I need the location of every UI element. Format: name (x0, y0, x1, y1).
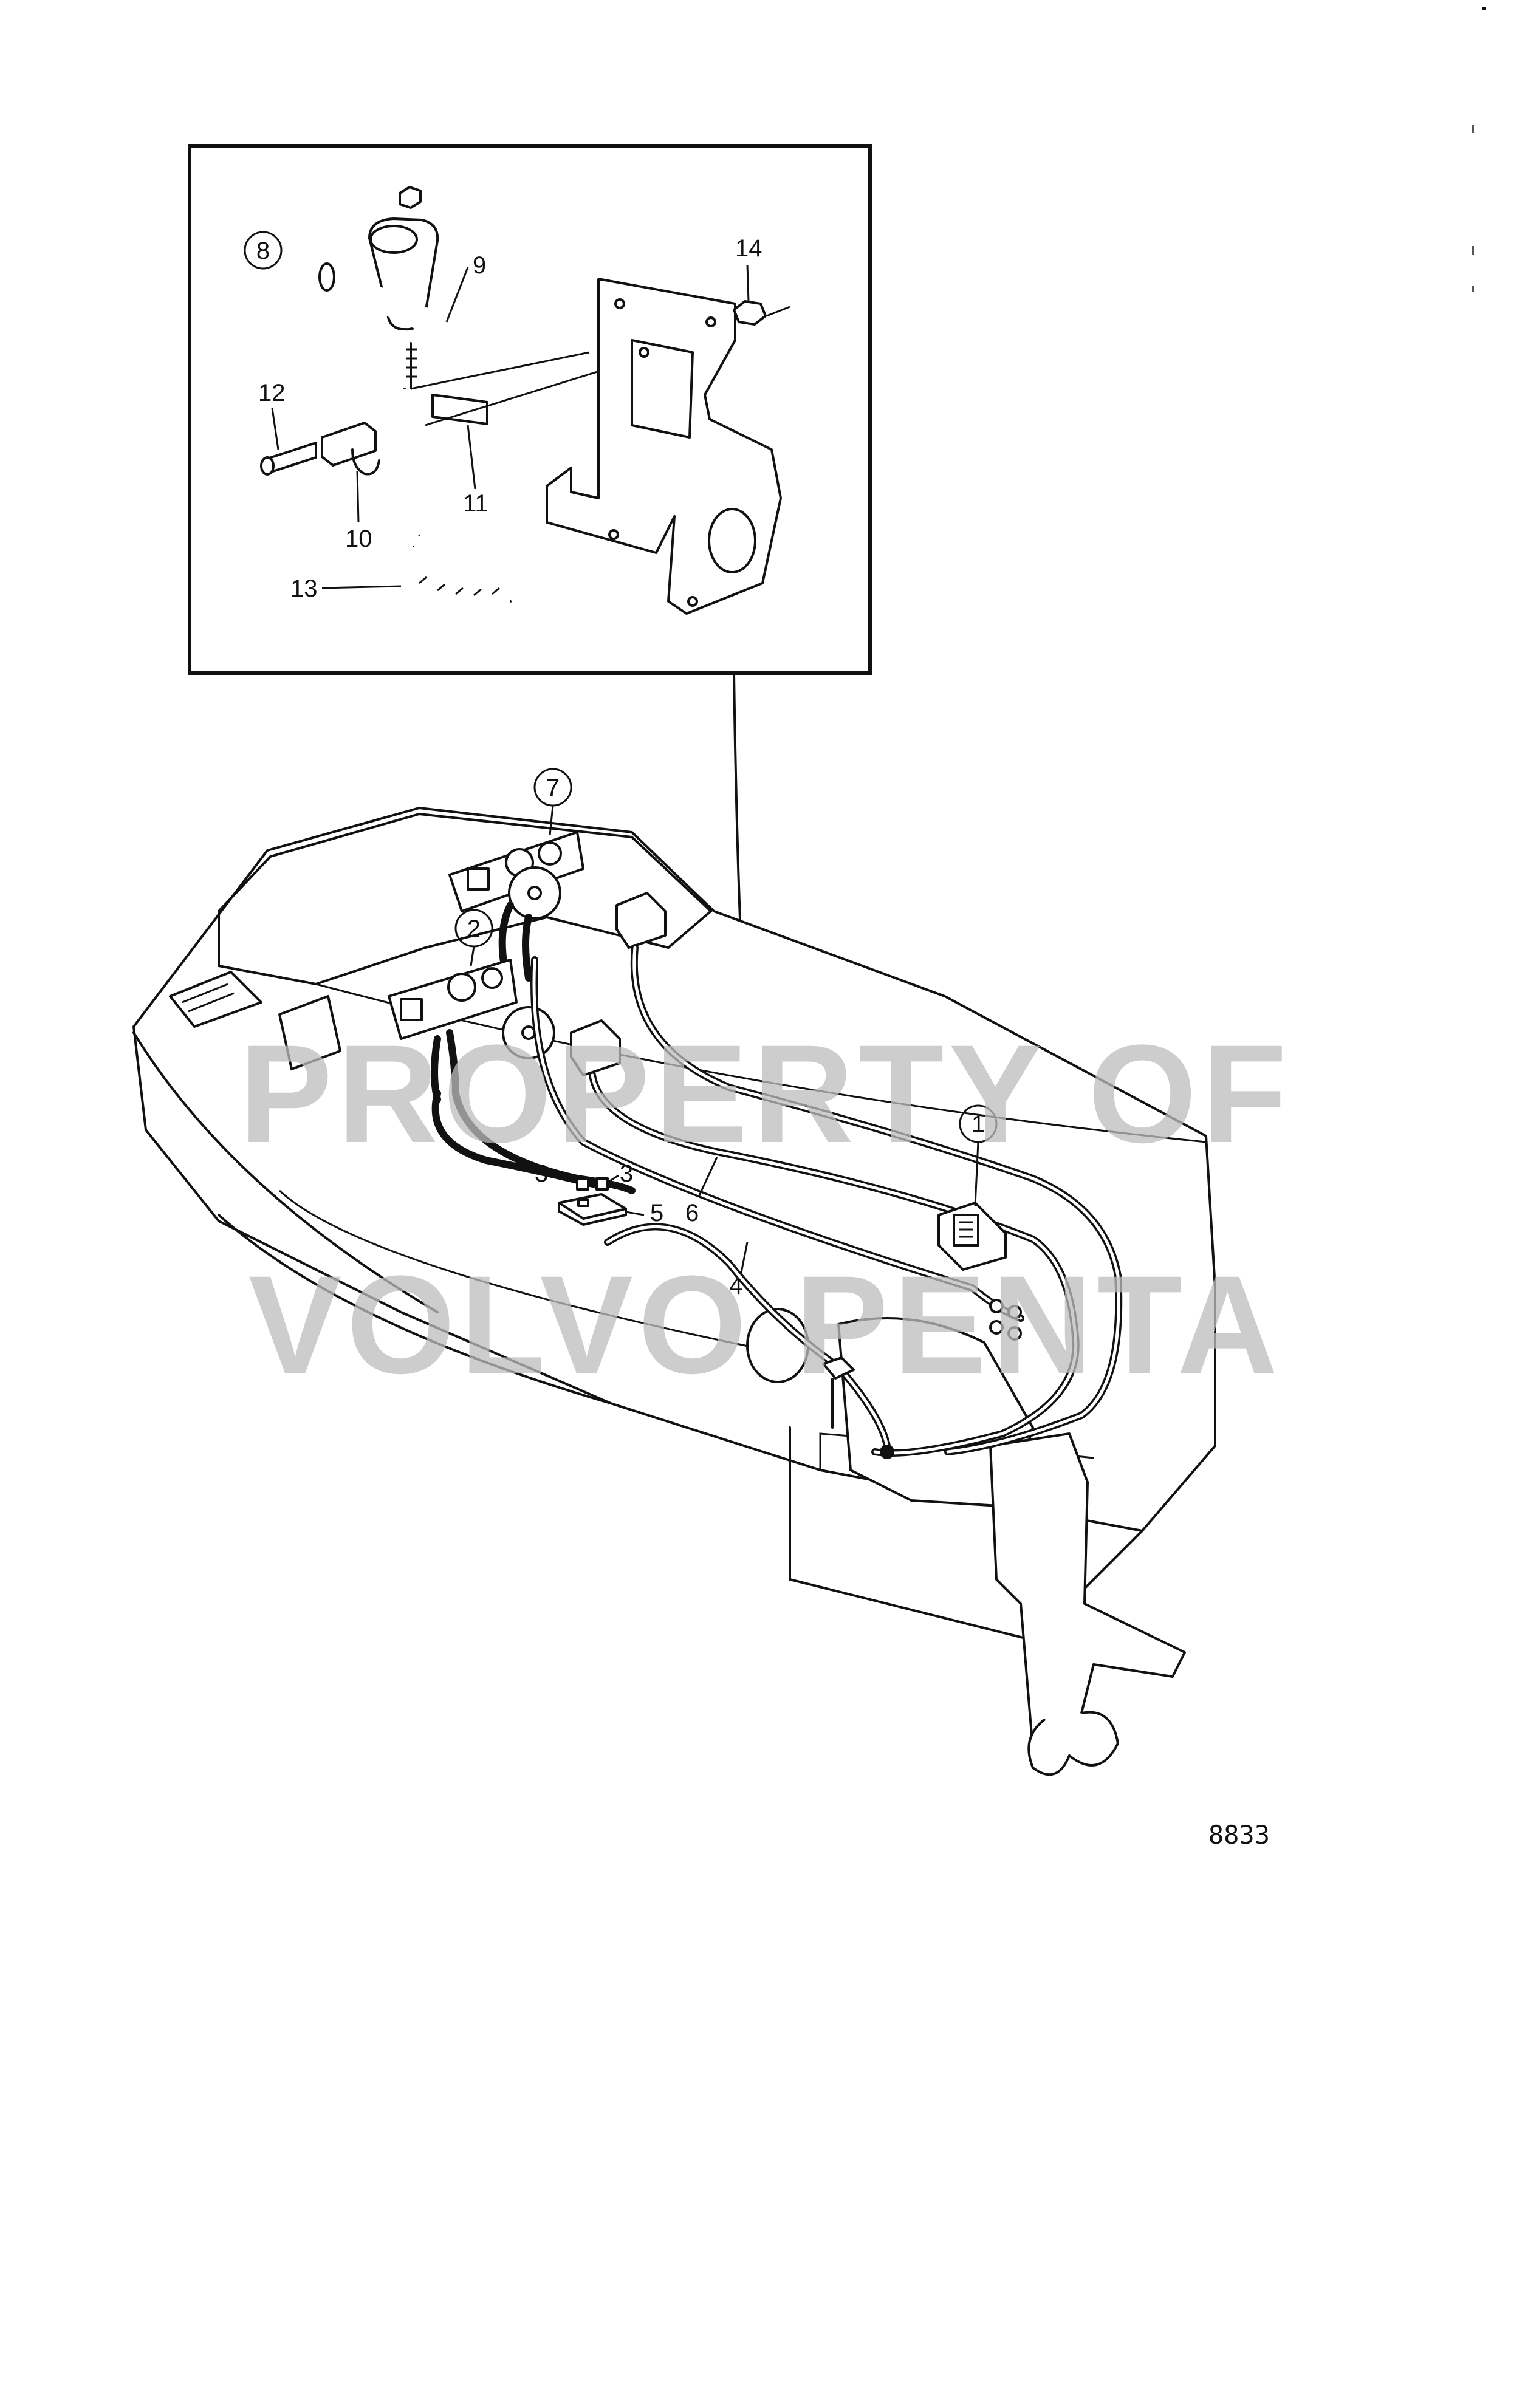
engine-cable-bracket (822, 1356, 855, 1380)
callout-4: 4 (729, 1273, 742, 1299)
margin-marks (1472, 7, 1486, 292)
figure-number: 8833 (1208, 1820, 1270, 1850)
callout-10: 10 (345, 525, 372, 552)
callout-12: 12 (258, 380, 286, 406)
watermark: PROPERTY OF VOLVO PENTA (239, 1016, 1292, 1403)
propeller (1027, 1711, 1119, 1776)
hex-nut-part (399, 186, 422, 209)
cable-fitting (576, 1177, 589, 1191)
callout-13: 13 (290, 575, 318, 602)
cable-fitting (595, 1177, 609, 1191)
remote-control-head (615, 892, 667, 949)
callout-5: 5 (650, 1200, 663, 1226)
callout-2: 2 (467, 915, 481, 942)
callout-11: 11 (463, 490, 488, 517)
watermark-line-2: VOLVO PENTA (248, 1247, 1283, 1403)
cabin-window (278, 995, 341, 1070)
control-panel-7: 7 (448, 768, 584, 982)
callout-9: 9 (473, 252, 486, 279)
callout-3: 3 (535, 1160, 548, 1187)
outdrive (989, 1432, 1186, 1751)
detail-inset: 8 9 12 10 11 13 (188, 144, 872, 675)
boat-illustration: 7 2 (132, 768, 1216, 1776)
cabin-window (169, 971, 262, 1028)
callout-circle-8 (244, 231, 283, 270)
nut-14-part (733, 300, 767, 326)
control-cables (431, 944, 1123, 1457)
spacer-plate-part (431, 394, 488, 425)
callout-7: 7 (546, 775, 560, 801)
remote-control-head (570, 1019, 621, 1076)
callout-8: 8 (256, 238, 270, 264)
callout-3: 3 (620, 1160, 633, 1187)
cable-clamp-part (321, 422, 377, 467)
callout-14: 14 (735, 235, 762, 262)
watermark-line-1: PROPERTY OF (239, 1016, 1292, 1172)
callout-6: 6 (685, 1200, 699, 1226)
callout-1: 1 (972, 1111, 985, 1138)
